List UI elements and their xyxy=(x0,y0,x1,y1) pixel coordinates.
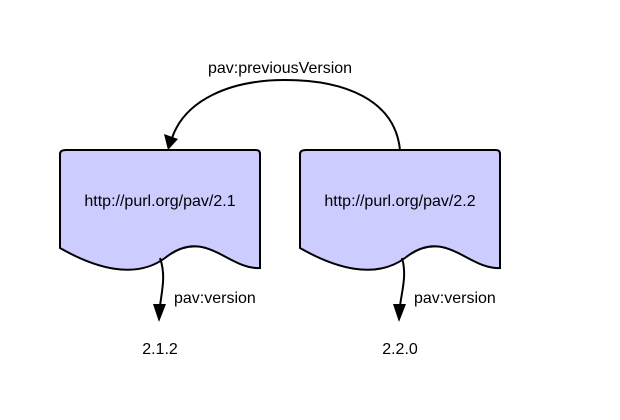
value-node-2-1-2[interactable]: 2.1.2 xyxy=(142,341,178,358)
document-label-pav-2-2: http://purl.org/pav/2.2 xyxy=(324,193,475,210)
edge-previous-version: pav:previousVersion xyxy=(164,60,401,151)
arrowhead-icon xyxy=(393,304,406,322)
document-node-pav-2-1[interactable]: http://purl.org/pav/2.1 xyxy=(59,149,261,271)
edge-version-pav-2-2-line xyxy=(399,257,406,307)
value-node-2-2-0[interactable]: 2.2.0 xyxy=(382,341,418,358)
edge-version-pav-2-2: pav:version xyxy=(393,257,496,322)
edge-label-previous-version: pav:previousVersion xyxy=(208,60,352,77)
document-shape-pav-2-2 xyxy=(299,149,501,271)
arrowhead-icon xyxy=(153,304,166,322)
document-shape-pav-2-1 xyxy=(59,149,261,271)
edge-previous-version-line xyxy=(171,78,401,151)
document-label-pav-2-1: http://purl.org/pav/2.1 xyxy=(84,193,235,210)
edge-version-pav-2-1: pav:version xyxy=(153,257,256,322)
edge-version-pav-2-1-line xyxy=(159,257,165,307)
edge-label-version-pav-2-2: pav:version xyxy=(414,290,496,307)
document-node-pav-2-2[interactable]: http://purl.org/pav/2.2 xyxy=(299,149,501,271)
edge-label-version-pav-2-1: pav:version xyxy=(174,290,256,307)
arrowhead-icon xyxy=(164,134,178,150)
